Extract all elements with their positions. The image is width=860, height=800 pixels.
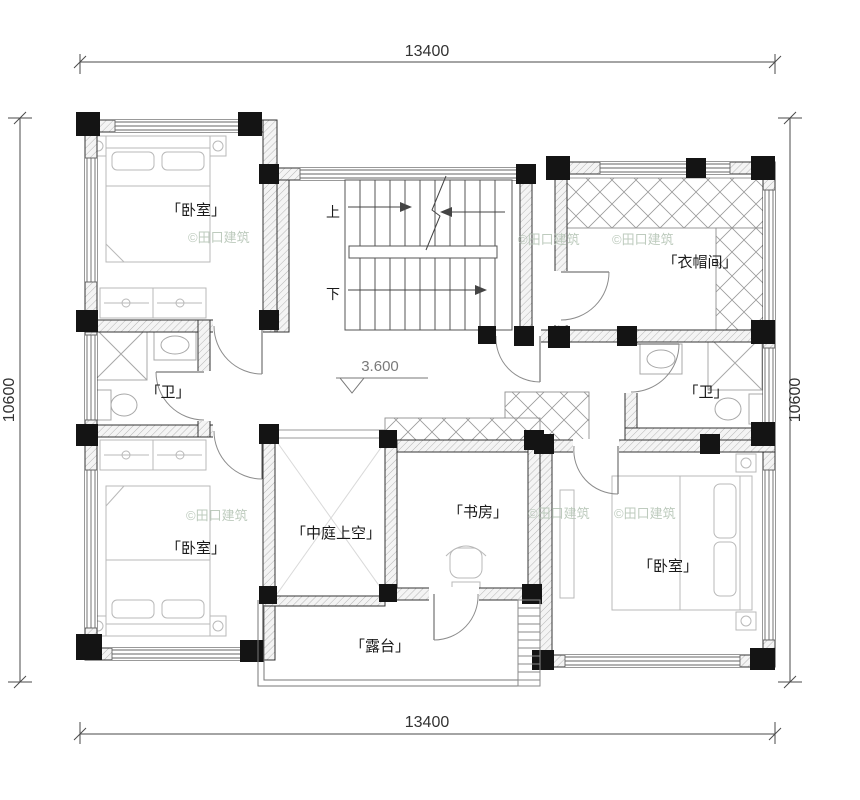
dimension-left-value: 10600	[1, 378, 18, 423]
window	[763, 347, 775, 426]
room-label-bedroom-bottom-right: 「卧室」	[638, 558, 698, 575]
watermark-text: ©田口建筑	[518, 232, 580, 247]
bed-bottom-left	[89, 485, 227, 637]
window	[564, 655, 741, 667]
window	[85, 469, 97, 629]
room-labels-layer: 「卧室」 「衣帽间」 「卫」 「卫」 「卧室」 「中庭上空」 「书房」 「卧室」…	[145, 202, 737, 655]
room-label-cloakroom: 「衣帽间」	[662, 254, 737, 271]
window	[85, 157, 97, 283]
door-cloakroom	[554, 271, 610, 325]
room-label-bath-left: 「卫」	[145, 384, 190, 401]
elevation-value: 3.600	[361, 358, 399, 375]
door-bedroom-top-left	[213, 319, 263, 375]
elevation-triangle-icon	[338, 377, 366, 394]
dimension-top: 13400	[73, 43, 782, 74]
door-bath-left	[155, 371, 211, 421]
door-study-terrace	[429, 587, 479, 641]
watermark-text: ©田口建筑	[186, 508, 248, 523]
watermark-text: ©田口建筑	[612, 232, 674, 247]
room-label-bedroom-bottom-left: 「卧室」	[166, 540, 226, 557]
watermark-text: ©田口建筑	[528, 506, 590, 521]
window	[111, 648, 249, 660]
window	[763, 189, 775, 326]
terrace-railing	[257, 599, 541, 687]
bed-bottom-right	[559, 453, 757, 631]
dimension-right: 10600	[778, 111, 804, 689]
window	[299, 168, 521, 180]
bath-right-fixtures	[639, 335, 764, 425]
wardrobe-top-left	[99, 287, 207, 319]
bed-top-left	[89, 135, 227, 263]
dimension-left: 10600	[1, 111, 32, 689]
watermark-text: ©田口建筑	[188, 230, 250, 245]
room-label-terrace: 「露台」	[350, 638, 410, 655]
stair	[344, 175, 513, 331]
cloakroom-cabinet-right	[715, 227, 764, 331]
dimension-bottom-value: 13400	[405, 714, 450, 731]
watermarks-layer: ©田口建筑 ©田口建筑 ©田口建筑 ©田口建筑 ©田口建筑 ©田口建筑	[186, 230, 676, 523]
room-label-atrium: 「中庭上空」	[291, 525, 381, 542]
elevation-marker: 3.600	[336, 358, 428, 394]
dimension-top-value: 13400	[405, 43, 450, 60]
wardrobe-bottom-left	[99, 439, 207, 471]
dimension-bottom: 13400	[73, 714, 782, 744]
room-label-study: 「书房」	[448, 504, 508, 521]
atrium-void-marks	[276, 441, 386, 595]
columns-layer	[76, 112, 775, 670]
beam-hatch	[384, 417, 541, 441]
stair-down-label: 下	[326, 286, 340, 302]
stair-up-label: 上	[326, 204, 340, 220]
furniture-layer	[89, 135, 764, 637]
stair-break-line	[425, 175, 447, 251]
terrace-ladder	[517, 599, 541, 687]
bath-left-fixtures	[94, 327, 197, 421]
hatch-areas	[384, 177, 764, 443]
dimension-right-value: 10600	[787, 378, 804, 423]
door-bedroom-bottom-right	[573, 439, 619, 495]
doors-layer	[155, 271, 680, 641]
room-label-bedroom-top-left: 「卧室」	[166, 202, 226, 219]
stair-direction-arrows	[348, 202, 505, 295]
window	[85, 334, 97, 421]
window	[599, 162, 731, 174]
window	[763, 469, 775, 641]
door-bath-right	[624, 343, 680, 393]
cloakroom-cabinet-top	[566, 177, 764, 229]
study-chair	[445, 545, 487, 593]
door-bedroom-bottom-left	[213, 424, 263, 480]
window	[114, 120, 241, 132]
watermark-text: ©田口建筑	[614, 506, 676, 521]
atrium-top-edge	[275, 429, 385, 439]
room-label-bath-right: 「卫」	[683, 384, 728, 401]
